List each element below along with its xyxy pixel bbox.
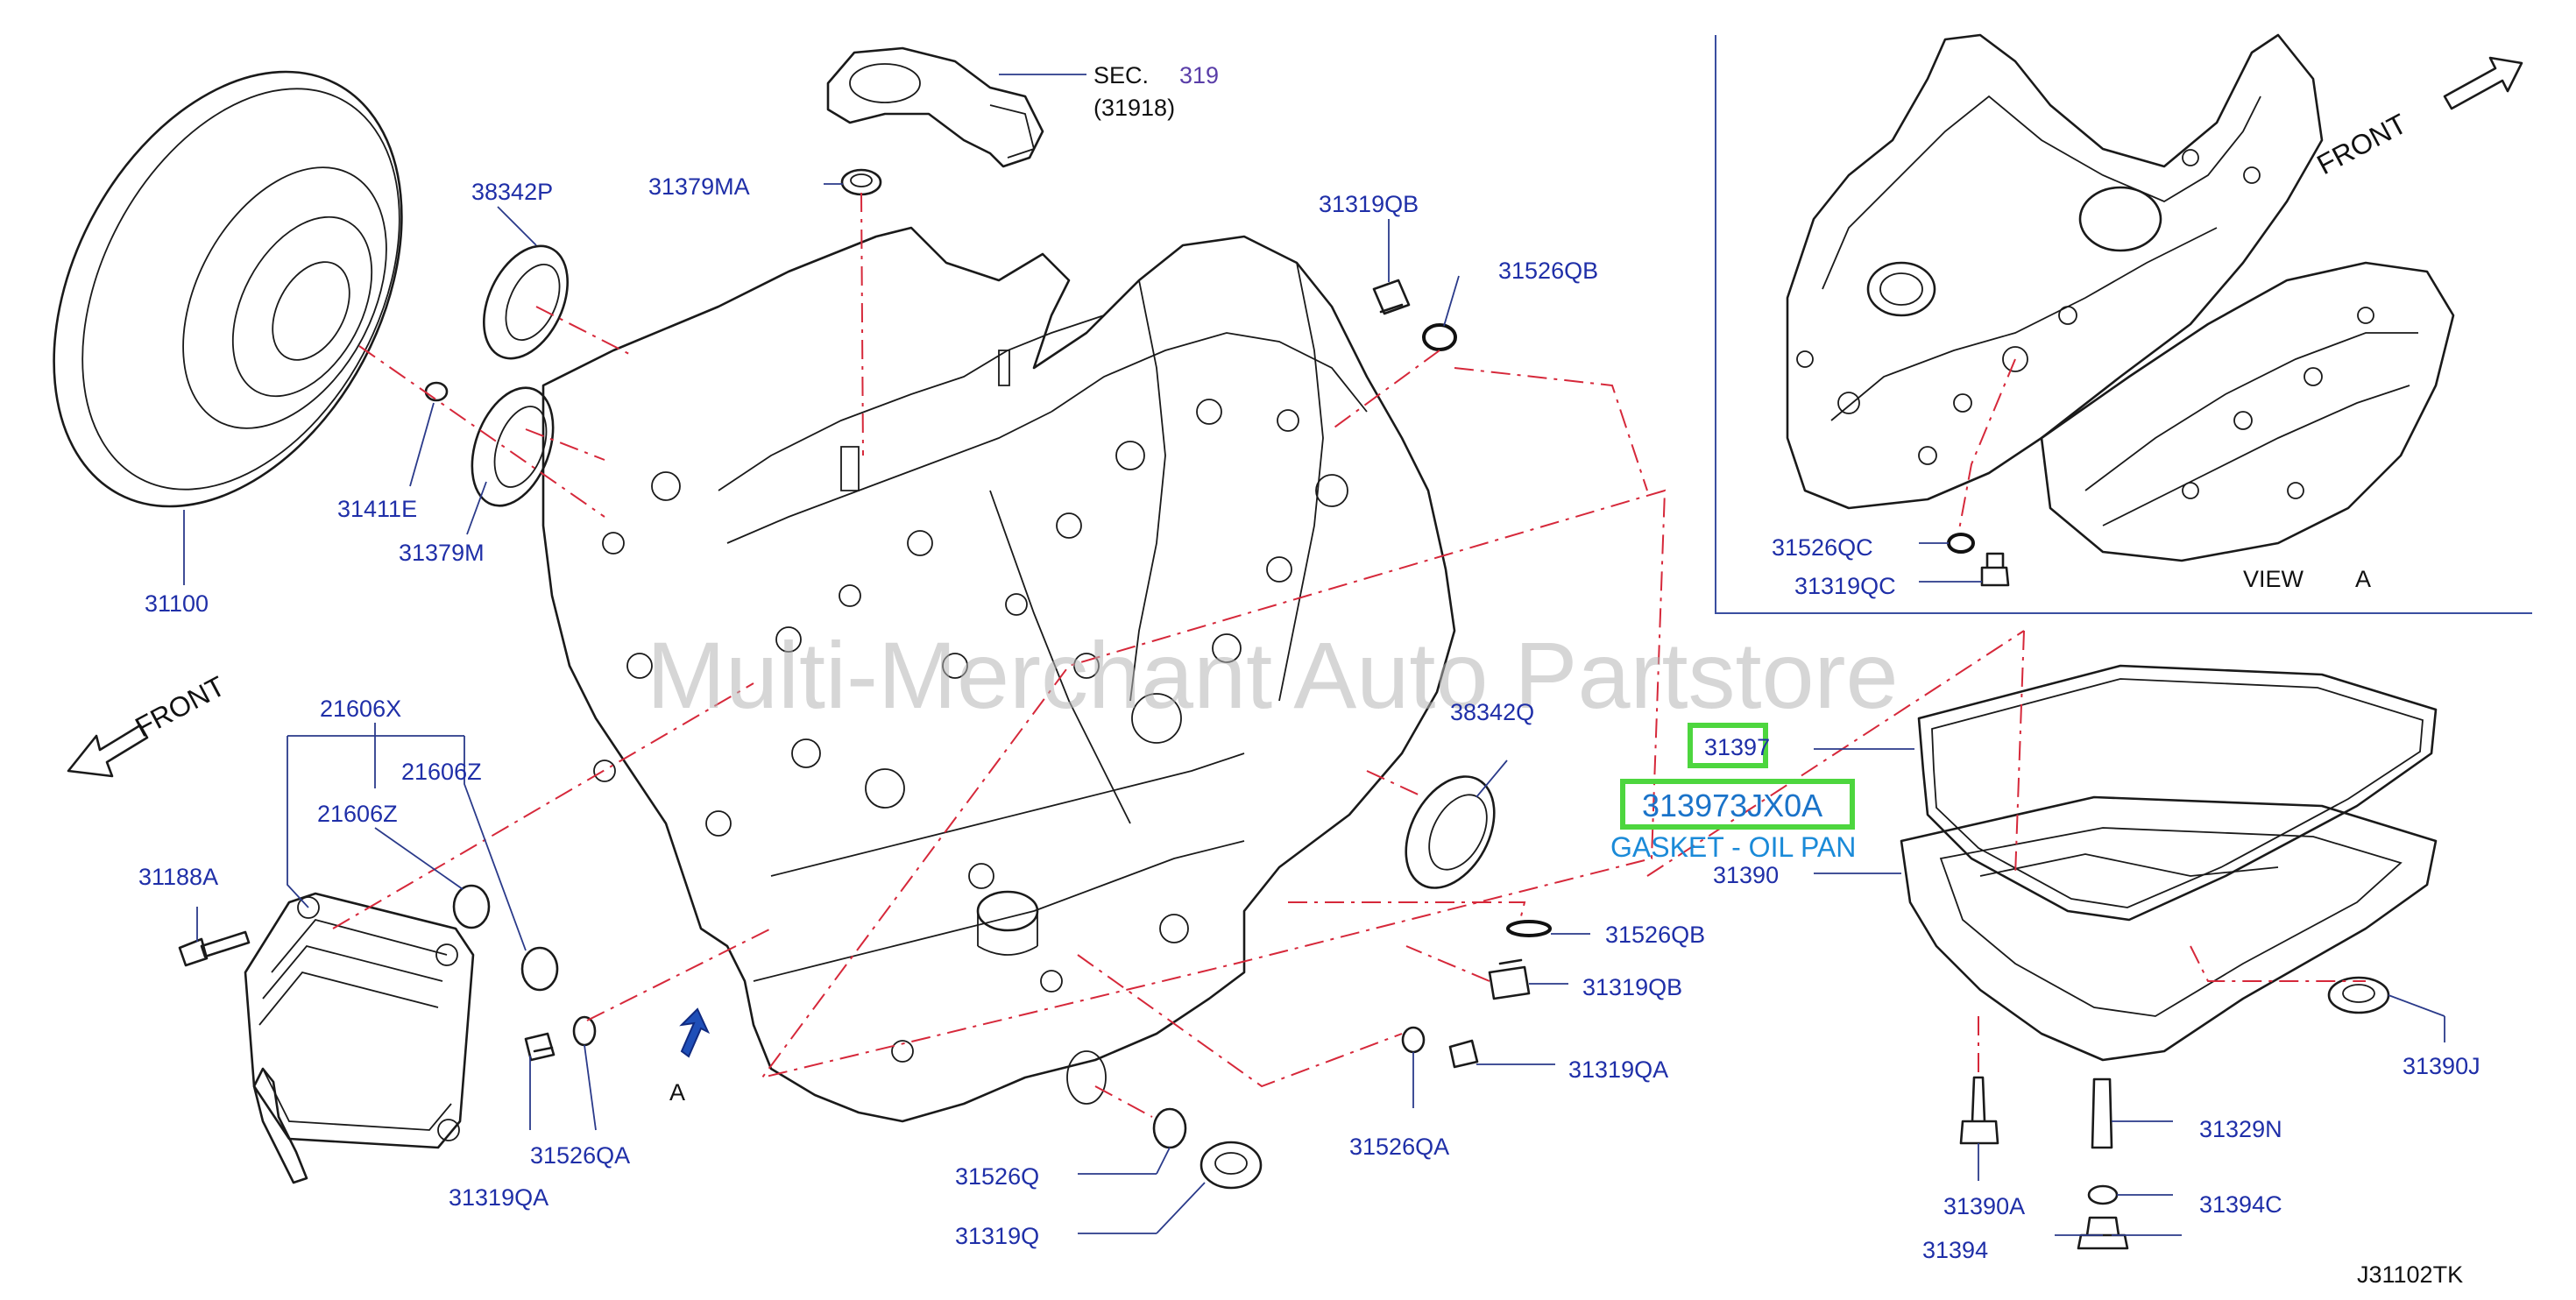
magnet-31390j xyxy=(2327,976,2390,1014)
transaxle-case xyxy=(541,226,1456,1123)
o-ring-21606z-a xyxy=(452,884,491,929)
label-31411e[interactable]: 31411E xyxy=(337,496,417,522)
seal-31379m xyxy=(471,386,555,507)
o-ring-31526qb-top xyxy=(1422,323,1457,351)
o-ring-31526qb-mid xyxy=(1506,920,1552,937)
seal-31379ma xyxy=(840,168,882,196)
pin-31329n xyxy=(2091,1077,2113,1149)
highlight-box-selected-part xyxy=(1620,779,1855,830)
label-31526qa-right[interactable]: 31526QA xyxy=(1349,1134,1449,1160)
label-31100[interactable]: 31100 xyxy=(145,590,209,617)
seal-38342q xyxy=(1405,775,1496,889)
diagram-code: J31102TK xyxy=(2357,1261,2463,1288)
label-38342p[interactable]: 38342P xyxy=(471,179,553,205)
seal-38342p xyxy=(483,244,569,360)
view-a-inset xyxy=(1715,33,2532,614)
label-21606z-a[interactable]: 21606Z xyxy=(401,759,482,785)
highlight-box-part-number xyxy=(1688,723,1768,768)
label-31390a[interactable]: 31390A xyxy=(1943,1193,2025,1219)
washer-31526qa-left xyxy=(572,1015,597,1047)
label-31319qb-top[interactable]: 31319QB xyxy=(1319,191,1419,217)
label-31379m[interactable]: 31379M xyxy=(399,540,485,566)
label-31319qa-left[interactable]: 31319QA xyxy=(449,1184,548,1211)
watermark-text: Multi-Merchant Auto Partstore xyxy=(647,622,1899,728)
section-ref-prefix: SEC. xyxy=(1093,62,1149,88)
washer-31526qa-right xyxy=(1401,1026,1426,1054)
label-31394[interactable]: 31394 xyxy=(1922,1237,1988,1263)
plug-31319qb-mid xyxy=(1488,958,1531,1000)
label-31526q[interactable]: 31526Q xyxy=(955,1163,1039,1190)
label-31188a[interactable]: 31188A xyxy=(138,864,218,890)
label-31319qc[interactable]: 31319QC xyxy=(1794,573,1896,599)
front-arrow-icon xyxy=(2443,56,2523,110)
plug-31319qb-top xyxy=(1372,279,1411,315)
section-ref-number[interactable]: 319 xyxy=(1179,62,1219,88)
label-31526qc[interactable]: 31526QC xyxy=(1772,534,1873,561)
o-ring-31411e xyxy=(424,381,449,402)
torque-converter xyxy=(53,70,403,508)
label-31526qb-top[interactable]: 31526QB xyxy=(1498,258,1598,284)
view-arrow-icon xyxy=(679,1007,711,1058)
label-31394c[interactable]: 31394C xyxy=(2199,1191,2282,1218)
part-description: GASKET - OIL PAN xyxy=(1610,831,1856,863)
view-letter: A xyxy=(2355,566,2371,592)
plug-31319q xyxy=(1200,1141,1263,1190)
label-21606z-b[interactable]: 21606Z xyxy=(317,801,398,827)
oil-pan-gasket xyxy=(1917,664,2438,922)
front-arrow-left-icon xyxy=(67,724,149,778)
label-31329n[interactable]: 31329N xyxy=(2199,1116,2282,1142)
label-31319qb-mid[interactable]: 31319QB xyxy=(1582,974,1682,1000)
front-label-left: FRONT xyxy=(130,670,230,744)
label-31319qa-right[interactable]: 31319QA xyxy=(1568,1056,1668,1083)
label-31526qa-left[interactable]: 31526QA xyxy=(530,1142,630,1169)
selected-part-number[interactable]: 313973JX0A xyxy=(1642,788,1822,823)
label-31390j[interactable]: 31390J xyxy=(2403,1053,2480,1079)
leader-lines xyxy=(183,74,2445,1236)
plug-31319qa-right xyxy=(1448,1039,1479,1069)
label-31319q[interactable]: 31319Q xyxy=(955,1223,1039,1249)
bolt-31390a xyxy=(1959,1076,1999,1145)
washer-31394c xyxy=(2087,1184,2119,1205)
oil-cooler xyxy=(244,892,475,1184)
dash-lines xyxy=(332,192,2366,1118)
label-31390[interactable]: 31390 xyxy=(1713,862,1779,888)
plug-31319qa-left xyxy=(524,1032,556,1062)
oil-pan xyxy=(1900,795,2438,1062)
plug-31319qc xyxy=(1980,552,2010,587)
label-31526qb-mid[interactable]: 31526QB xyxy=(1605,922,1705,948)
section-ref-sub: (31918) xyxy=(1093,95,1175,121)
bolt-31188a xyxy=(178,930,251,967)
washer-31526q xyxy=(1152,1107,1187,1149)
label-31379ma[interactable]: 31379MA xyxy=(648,173,750,200)
drain-plug-31394 xyxy=(2077,1216,2129,1250)
o-ring-31526qc xyxy=(1947,533,1975,554)
arrow-a-label: A xyxy=(669,1079,685,1106)
highlight-part-number[interactable]: 31397 xyxy=(1704,734,1770,760)
view-label: VIEW xyxy=(2243,566,2304,592)
o-ring-21606z-b xyxy=(520,946,559,992)
label-38342q[interactable]: 38342Q xyxy=(1450,699,1534,725)
front-label-view: FRONT xyxy=(2311,108,2411,181)
label-21606x[interactable]: 21606X xyxy=(320,696,401,722)
range-switch xyxy=(826,46,1044,168)
